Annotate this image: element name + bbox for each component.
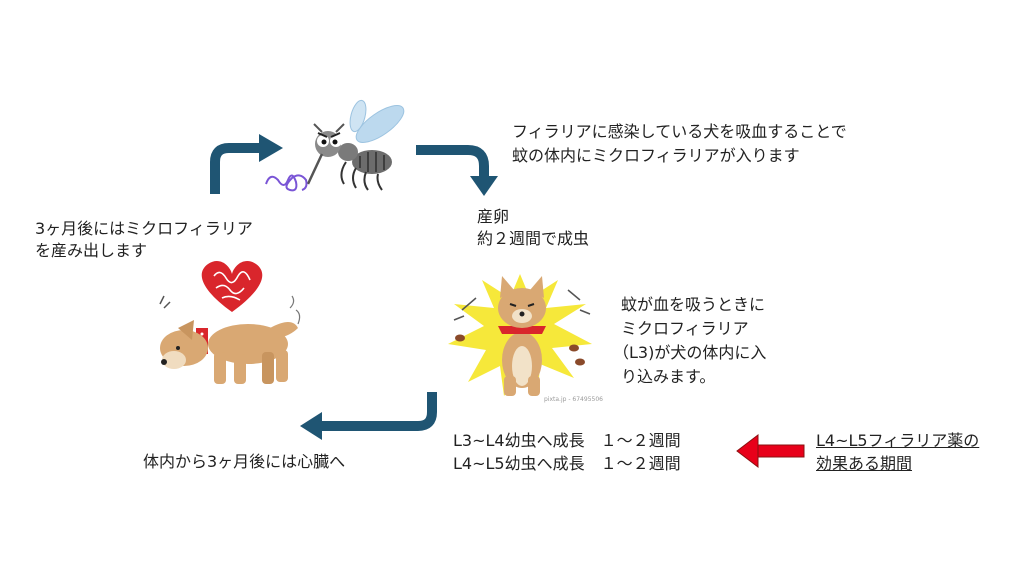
red-arrow	[736, 433, 805, 469]
heart-note: 体内から3ヶ月後には心臓へ	[143, 452, 346, 471]
egg-label-line-1: 産卵	[477, 207, 510, 226]
bite-note-line-1: 蚊が血を吸うときに	[621, 295, 766, 314]
bite-note-line-3: （L3)が犬の体内に入	[613, 343, 767, 362]
bite-note-line-2: ミクロフィラリア	[621, 319, 749, 338]
arrow-top-left	[210, 134, 283, 194]
stock-image-id: pixta.jp - 67495506	[544, 396, 603, 403]
mosquito-note-line-2: 蚊の体内にミクロフィラリアが入ります	[512, 146, 800, 165]
arrow-top-right	[416, 145, 498, 196]
sick-dog-icon	[159, 261, 301, 384]
itchy-dog-icon	[448, 274, 592, 396]
growth-stage-line-1: L3~L4幼虫へ成長 １〜２週間	[453, 431, 681, 450]
microfilaria-note-line-1: 3ヶ月後にはミクロフィラリア	[35, 219, 253, 238]
heart-icon	[201, 261, 263, 312]
growth-stage-line-2: L4~L5幼虫へ成長 １〜２週間	[453, 454, 681, 473]
egg-label-line-2: 約２週間で成虫	[477, 229, 590, 248]
bite-note-line-4: り込みます。	[621, 367, 716, 386]
mosquito-icon	[306, 99, 405, 191]
microfilaria-note-line-2: を産み出します	[35, 241, 148, 260]
arrow-bottom	[300, 392, 437, 440]
mosquito-note-line-1: フィラリアに感染している犬を吸血することで	[512, 122, 847, 141]
medicine-note-line-2: 効果ある期間	[816, 454, 913, 473]
medicine-note-line-1: L4~L5フィラリア薬の	[816, 431, 980, 450]
microfilaria-icon	[265, 174, 308, 192]
